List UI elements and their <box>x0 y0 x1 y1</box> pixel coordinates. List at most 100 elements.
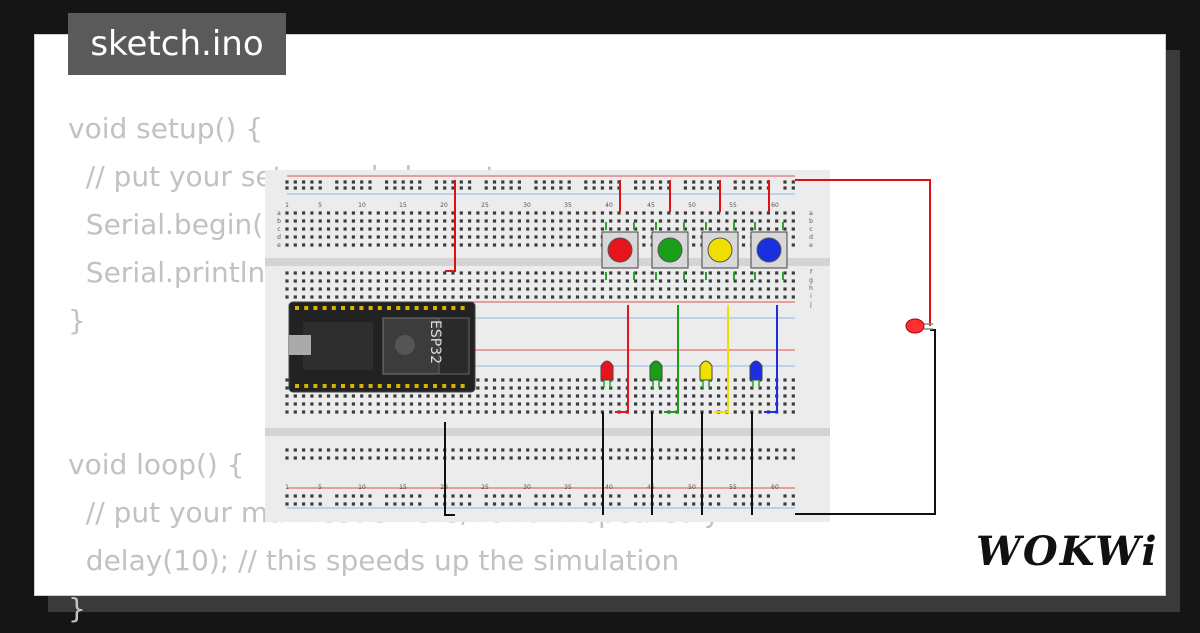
esp32-pin <box>341 306 345 310</box>
breadboard-hole <box>667 279 671 283</box>
breadboard-hole <box>783 279 787 283</box>
breadboard-hole <box>509 410 513 414</box>
breadboard-hole <box>492 227 497 231</box>
breadboard-hole <box>443 287 447 291</box>
breadboard-hole <box>409 394 414 398</box>
breadboard-hole <box>733 271 737 275</box>
breadboard-hole <box>509 394 513 398</box>
breadboard-hole <box>708 456 712 460</box>
breadboard-hole <box>758 448 762 452</box>
breadboard-hole <box>517 456 521 460</box>
breadboard-hole <box>683 211 687 215</box>
breadboard-hole <box>551 186 555 190</box>
esp32-pin <box>377 384 382 388</box>
esp32-pin <box>433 306 437 310</box>
breadboard-hole <box>683 456 687 460</box>
breadboard-hole <box>683 378 687 382</box>
breadboard-hole <box>542 402 546 406</box>
breadboard-hole <box>791 402 795 406</box>
row-letter: a <box>809 210 813 217</box>
breadboard-hole <box>526 410 530 414</box>
breadboard-hole <box>285 410 289 414</box>
breadboard-hole <box>675 287 679 291</box>
breadboard-hole <box>351 279 355 283</box>
breadboard-hole <box>650 394 654 398</box>
breadboard-hole <box>725 271 729 275</box>
breadboard-hole <box>567 295 571 299</box>
breadboard-hole <box>700 394 704 398</box>
red-led <box>600 360 614 381</box>
esp32-pin <box>396 306 401 310</box>
breadboard-hole <box>492 394 497 398</box>
wire-black <box>795 329 936 515</box>
breadboard-hole <box>351 410 355 414</box>
breadboard-hole <box>609 180 613 184</box>
breadboard-hole <box>459 410 463 414</box>
breadboard-hole <box>443 186 447 190</box>
breadboard-hole <box>733 279 737 283</box>
breadboard-hole <box>459 402 463 406</box>
breadboard-hole <box>434 295 438 299</box>
breadboard-hole <box>443 180 447 184</box>
breadboard-hole <box>285 243 289 247</box>
breadboard-hole <box>318 271 322 275</box>
breadboard-hole <box>517 410 521 414</box>
breadboard-hole <box>476 456 480 460</box>
file-tab[interactable]: sketch.ino <box>68 13 286 75</box>
breadboard-hole <box>534 271 538 275</box>
breadboard-hole <box>592 186 596 190</box>
breadboard-hole <box>717 211 721 215</box>
breadboard-hole <box>775 271 779 275</box>
breadboard-hole <box>401 494 405 498</box>
breadboard-hole <box>509 271 513 275</box>
breadboard-hole <box>783 180 787 184</box>
breadboard-hole <box>335 494 339 498</box>
breadboard-hole <box>650 186 654 190</box>
breadboard-hole <box>775 295 779 299</box>
breadboard-hole <box>368 494 372 498</box>
breadboard-hole <box>750 386 754 390</box>
breadboard-hole <box>634 279 638 283</box>
breadboard-hole <box>642 219 646 223</box>
breadboard-hole <box>484 186 488 190</box>
breadboard-hole <box>310 219 314 223</box>
breadboard-hole <box>750 219 754 223</box>
circuit-diagram[interactable]: 1155101015152020252530303535404045455050… <box>265 170 945 530</box>
breadboard-hole <box>650 227 654 231</box>
breadboard-hole <box>492 287 497 291</box>
breadboard-hole <box>708 386 712 390</box>
breadboard-hole <box>725 394 729 398</box>
breadboard-hole <box>293 402 297 406</box>
breadboard-hole <box>766 394 770 398</box>
breadboard-hole <box>451 410 455 414</box>
breadboard-hole <box>584 279 588 283</box>
breadboard-hole <box>385 410 389 414</box>
breadboard-hole <box>393 243 397 247</box>
breadboard-hole <box>658 448 663 452</box>
breadboard-hole <box>725 227 729 231</box>
breadboard-hole <box>302 448 306 452</box>
breadboard-hole <box>401 211 405 215</box>
breadboard-hole <box>708 279 712 283</box>
breadboard-hole <box>468 227 472 231</box>
breadboard-hole <box>426 448 430 452</box>
esp32-pin <box>331 306 336 310</box>
breadboard-hole <box>517 502 521 506</box>
breadboard-hole <box>443 243 447 247</box>
breadboard-hole <box>708 295 712 299</box>
breadboard-hole <box>318 295 322 299</box>
breadboard-hole <box>542 287 546 291</box>
breadboard-hole <box>310 410 314 414</box>
red-button-cap <box>607 237 633 263</box>
breadboard-hole <box>750 279 754 283</box>
breadboard-hole <box>567 287 571 291</box>
breadboard-hole <box>625 211 629 215</box>
breadboard-hole <box>434 502 438 506</box>
breadboard-hole <box>625 295 629 299</box>
breadboard-hole <box>517 271 521 275</box>
breadboard-hole <box>426 227 430 231</box>
breadboard-hole <box>567 386 571 390</box>
breadboard-hole <box>501 410 505 414</box>
breadboard-hole <box>376 227 380 231</box>
blue-led <box>749 360 763 381</box>
